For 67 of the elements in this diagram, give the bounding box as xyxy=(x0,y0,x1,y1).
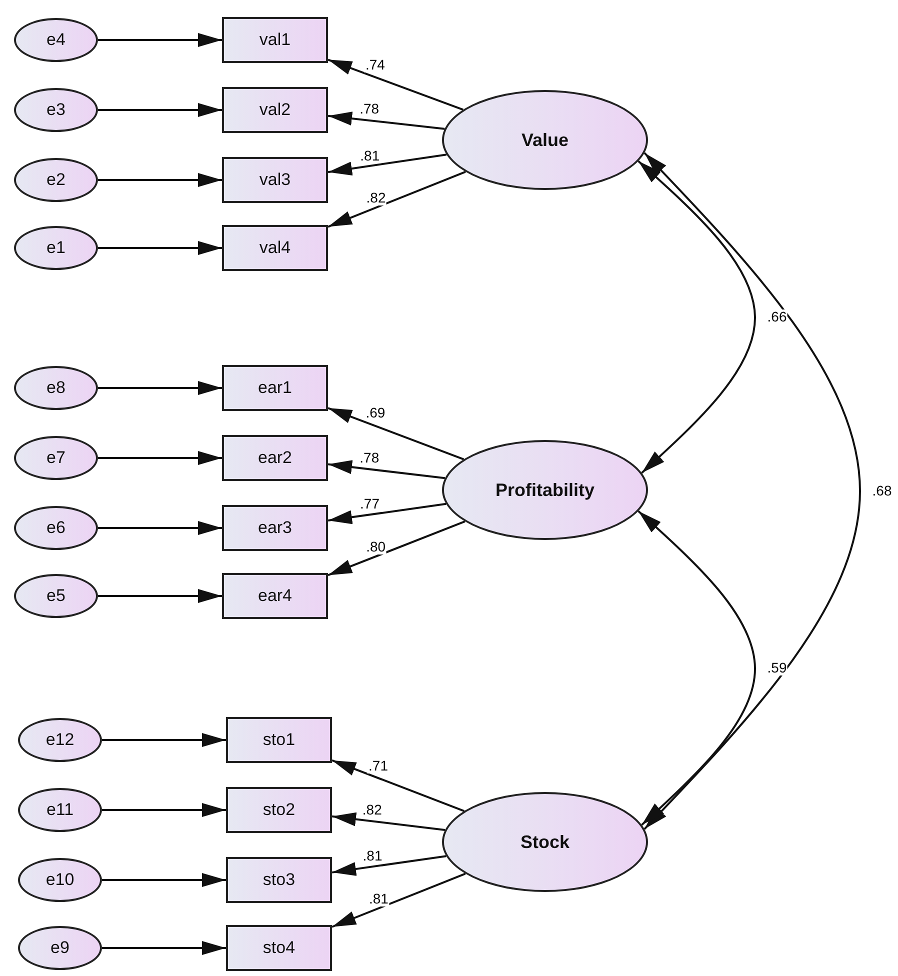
error-term-ellipse: e1 xyxy=(14,226,98,270)
path-arrow xyxy=(332,872,466,928)
error-term-ellipse: e5 xyxy=(14,574,98,618)
indicator-box: val4 xyxy=(222,225,328,271)
error-term-ellipse: e12 xyxy=(18,718,102,762)
latent-variable-ellipse: Profitability xyxy=(442,440,648,540)
path-arrow xyxy=(328,520,466,577)
indicator-box: ear1 xyxy=(222,365,328,411)
edge-label: .80 xyxy=(365,539,387,554)
edge-label: .71 xyxy=(368,758,390,774)
indicator-box: val1 xyxy=(222,17,328,63)
edge-label: .78 xyxy=(358,102,380,117)
error-term-ellipse: e9 xyxy=(18,926,102,970)
edge-label: .69 xyxy=(364,406,386,421)
path-arrow xyxy=(328,58,464,111)
edge-label: .74 xyxy=(364,57,386,72)
error-term-ellipse: e6 xyxy=(14,506,98,550)
edge-label: .81 xyxy=(359,148,381,164)
indicator-box: sto1 xyxy=(226,717,332,763)
latent-variable-ellipse: Value xyxy=(442,90,648,190)
latent-variable-ellipse: Stock xyxy=(442,792,648,892)
indicator-box: ear2 xyxy=(222,435,328,481)
path-arrow xyxy=(332,758,465,812)
path-arrow xyxy=(328,406,464,460)
path-arrow xyxy=(98,103,222,117)
path-arrow xyxy=(328,110,445,130)
path-arrow xyxy=(102,803,226,817)
error-term-ellipse: e2 xyxy=(14,158,98,202)
indicator-box: sto4 xyxy=(226,925,332,971)
indicator-box: sto3 xyxy=(226,857,332,903)
covariance-arrow xyxy=(638,510,756,826)
error-term-ellipse: e11 xyxy=(18,788,102,832)
indicator-box: sto2 xyxy=(226,787,332,833)
path-arrow xyxy=(102,733,226,747)
indicator-box: val2 xyxy=(222,87,328,133)
error-term-ellipse: e7 xyxy=(14,436,98,480)
path-arrow xyxy=(102,873,226,887)
path-arrow xyxy=(328,154,447,178)
path-arrow xyxy=(332,811,446,831)
path-arrow xyxy=(98,451,222,465)
indicator-box: val3 xyxy=(222,157,328,203)
path-arrow xyxy=(98,241,222,255)
error-term-ellipse: e10 xyxy=(18,858,102,902)
error-term-ellipse: e3 xyxy=(14,88,98,132)
edge-label: .81 xyxy=(362,848,384,864)
edge-label: .78 xyxy=(358,450,380,466)
path-arrow xyxy=(98,381,222,395)
path-arrow xyxy=(332,855,446,878)
covariance-arrow xyxy=(644,152,861,830)
indicator-box: ear4 xyxy=(222,573,328,619)
error-term-ellipse: e4 xyxy=(14,18,98,62)
edge-label: .82 xyxy=(365,190,387,206)
path-arrow xyxy=(102,941,226,955)
path-arrow xyxy=(98,173,222,187)
path-arrow xyxy=(98,521,222,535)
path-arrow xyxy=(98,33,222,47)
edge-label: .82 xyxy=(361,802,383,818)
path-arrow xyxy=(328,458,446,480)
indicator-box: ear3 xyxy=(222,505,328,551)
edge-label: .66 xyxy=(766,310,788,324)
edge-label: .81 xyxy=(368,891,390,906)
path-arrow xyxy=(328,170,466,228)
path-arrow xyxy=(98,589,222,603)
edge-label: .59 xyxy=(766,660,788,676)
error-term-ellipse: e8 xyxy=(14,366,98,410)
covariance-arrow xyxy=(638,160,756,474)
edge-label: .68 xyxy=(871,484,893,498)
